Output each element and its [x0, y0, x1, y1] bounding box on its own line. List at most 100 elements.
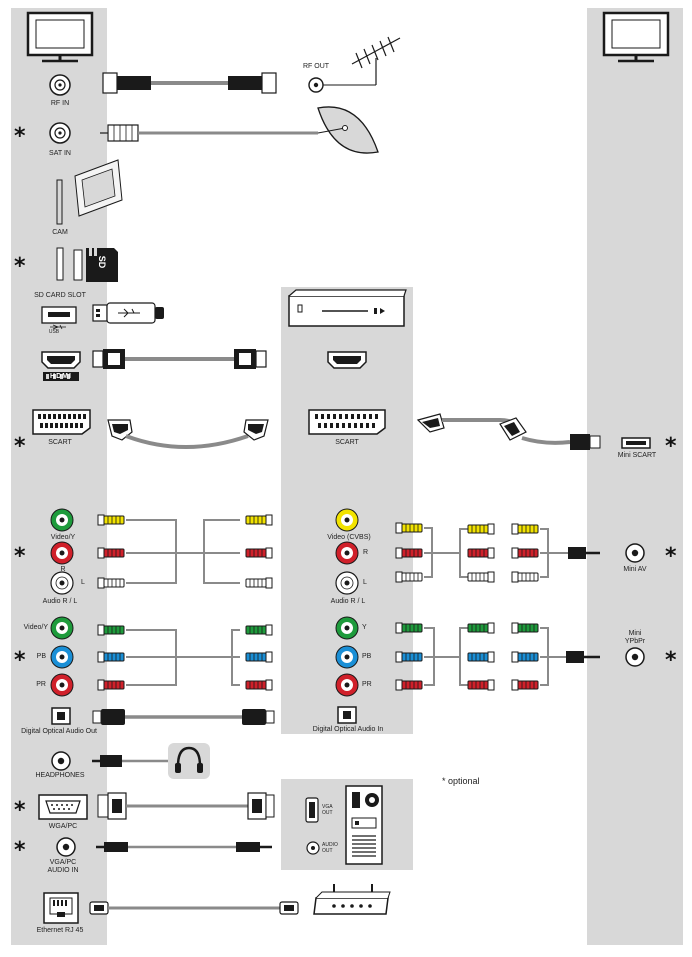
optional-star-mini-ypbpr: * — [665, 648, 677, 673]
sat-in-socket-icon — [49, 122, 71, 144]
sd-card-slot-icon — [56, 247, 83, 281]
rf-in-label: RF IN — [50, 100, 70, 107]
pc-vga-out-port-icon — [305, 797, 319, 823]
sd-card-text: SD — [97, 255, 107, 269]
vga-pc-audio-label-2: AUDIO IN — [47, 867, 79, 874]
audio-rl-label: Audio R / L — [42, 598, 78, 605]
sd-card-slot-label: SD CARD SLOT — [34, 292, 86, 299]
video-y-label: Video/Y — [50, 534, 76, 541]
tv-comp-pr-socket-icon — [50, 673, 74, 697]
player-r-label: R — [363, 549, 369, 556]
tv-audio-l-socket-icon — [50, 571, 74, 595]
media-player-icon — [288, 289, 407, 327]
pc-vga-out-label-1: VGA — [322, 804, 333, 810]
scart-player-label: SCART — [335, 439, 359, 446]
audio-l-label: L — [81, 579, 85, 586]
headphones-socket-icon — [51, 751, 71, 771]
mini-ypbpr-label-2: YPbPr — [624, 638, 646, 645]
cam-module-icon — [56, 159, 123, 225]
ethernet-label: Ethernet RJ 45 — [36, 927, 84, 934]
sd-card-icon — [86, 248, 118, 282]
vga-audio-cable-icon — [96, 842, 272, 852]
rf-cable-icon — [102, 72, 277, 94]
player-l-label: L — [363, 579, 367, 586]
usb-label: USB — [48, 329, 60, 335]
pc-audio-out-label-1: AUDIO — [322, 842, 338, 848]
vga-cable-icon — [97, 792, 275, 820]
optical-out-port-icon — [51, 707, 71, 725]
optional-star-vga-audio: * — [14, 838, 26, 863]
sat-cable-icon — [100, 124, 318, 142]
mini-av-cable-icon — [395, 522, 600, 583]
rf-out-socket-icon — [308, 77, 376, 93]
mini-av-label: Mini AV — [623, 566, 647, 573]
composite-cable-icon — [97, 514, 273, 589]
tv-monitor-icon — [26, 11, 94, 63]
pc-vga-out-label-2: OUT — [322, 810, 333, 816]
optional-star-scart: * — [14, 434, 26, 459]
tv-video-socket-icon — [50, 508, 74, 532]
mini-scart-port-icon — [621, 437, 651, 449]
optional-star-component: * — [14, 648, 26, 673]
optional-star-sat: * — [14, 124, 26, 149]
comp-pb-label: PB — [36, 653, 46, 660]
player-comp-pb-socket-icon — [335, 645, 359, 669]
mini-ypbpr-cable-icon — [395, 622, 600, 691]
player-scart-port-icon — [308, 409, 386, 435]
comp-video-y-label: Video/Y — [23, 624, 48, 631]
optical-cable-icon — [92, 709, 275, 725]
hdmi-port-icon — [41, 351, 81, 369]
player-audio-r-socket-icon — [335, 541, 359, 565]
tv-audio-r-socket-icon — [50, 541, 74, 565]
tv-monitor-icon — [602, 11, 670, 63]
hdmi-label: HDMI — [50, 373, 72, 380]
mini-scart-cable-icon — [416, 413, 601, 450]
player-pb-label: PB — [362, 653, 372, 660]
optional-star-mini-av: * — [665, 544, 677, 569]
wga-pc-label: WGA/PC — [48, 823, 78, 830]
usb-stick-icon — [92, 302, 164, 324]
player-audio-l-socket-icon — [335, 571, 359, 595]
headphones-icon — [168, 743, 210, 779]
scart-cable-icon — [107, 419, 269, 449]
ethernet-cable-icon — [89, 901, 299, 915]
player-hdmi-port-icon — [327, 351, 367, 369]
cam-label: CAM — [52, 229, 68, 236]
optical-in-label: Digital Optical Audio In — [312, 726, 384, 733]
optical-in-port-icon — [337, 706, 357, 724]
ethernet-port-icon — [43, 892, 79, 924]
headphones-cable-icon — [92, 755, 170, 767]
optional-star-mini-scart: * — [665, 434, 677, 459]
satellite-dish-icon — [317, 106, 379, 154]
optical-out-label: Digital Optical Audio Out — [21, 728, 97, 735]
hdmi-cable-icon — [92, 349, 267, 369]
player-pr-label: PR — [362, 681, 372, 688]
vga-port-icon — [38, 794, 88, 820]
optional-star-av: * — [14, 544, 26, 569]
tv-panel-right — [587, 8, 683, 945]
tv-panel-left — [11, 8, 107, 945]
vga-audio-socket-icon — [56, 837, 76, 857]
comp-pr-label: PR — [36, 681, 46, 688]
headphones-label: HEADPHONES — [35, 772, 85, 779]
mini-ypbpr-socket-icon — [625, 647, 645, 667]
hdmi-logo-icon — [43, 372, 79, 381]
pc-audio-out-port-icon — [306, 841, 320, 855]
audio-r-label: R — [60, 566, 66, 573]
rf-in-socket-icon — [49, 74, 71, 96]
pc-audio-out-label-2: OUT — [322, 848, 333, 854]
mini-av-socket-icon — [625, 543, 645, 563]
component-cable-icon — [97, 624, 273, 691]
tv-comp-y-socket-icon — [50, 616, 74, 640]
scart-tv-label: SCART — [48, 439, 72, 446]
optional-star-sd: * — [14, 254, 26, 279]
optional-note: * optional — [442, 776, 480, 786]
usb-port-icon — [41, 306, 77, 330]
sat-in-label: SAT IN — [49, 150, 71, 157]
player-comp-y-socket-icon — [335, 616, 359, 640]
video-cvbs-label: Video (CVBS) — [327, 534, 371, 541]
rf-out-label: RF OUT — [302, 63, 330, 70]
vga-pc-audio-label-1: VGA/PC — [49, 859, 77, 866]
router-icon — [313, 884, 391, 915]
optional-star-vga: * — [14, 798, 26, 823]
